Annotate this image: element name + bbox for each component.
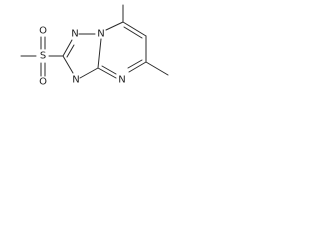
chemical-structure-diagram: O S O N N N N [20,4,169,88]
bond-c5-methyl [145,61,169,76]
bond-c5-n4 [128,61,147,73]
atom-s: S [40,51,46,62]
bond-nbridge-c3a [97,38,102,69]
bond-c3a-n4-inner [101,65,117,75]
bond-c7-c6-double [123,26,143,39]
bond-c2-n1 [62,39,73,57]
atom-o-bottom: O [39,77,47,88]
bond-n4-c3a [97,67,117,79]
bond-nbridge-c7 [105,21,124,31]
atom-n-triazole-bottom: N [72,75,79,86]
atom-n-bridgehead: N [97,29,104,40]
bond-c2-n3 [62,55,74,74]
bond-c2-n1-double [66,44,75,58]
atom-n-pyrimidine: N [118,75,125,86]
atom-o-top: O [39,26,47,37]
bonds [20,4,169,79]
atom-n-triazole-top: N [71,29,78,40]
bond-n3-c3a [79,67,99,79]
atom-labels: O S O N N N N [39,26,126,88]
bond-c7-c6 [122,21,147,37]
bond-c5-n4-double [127,59,143,69]
